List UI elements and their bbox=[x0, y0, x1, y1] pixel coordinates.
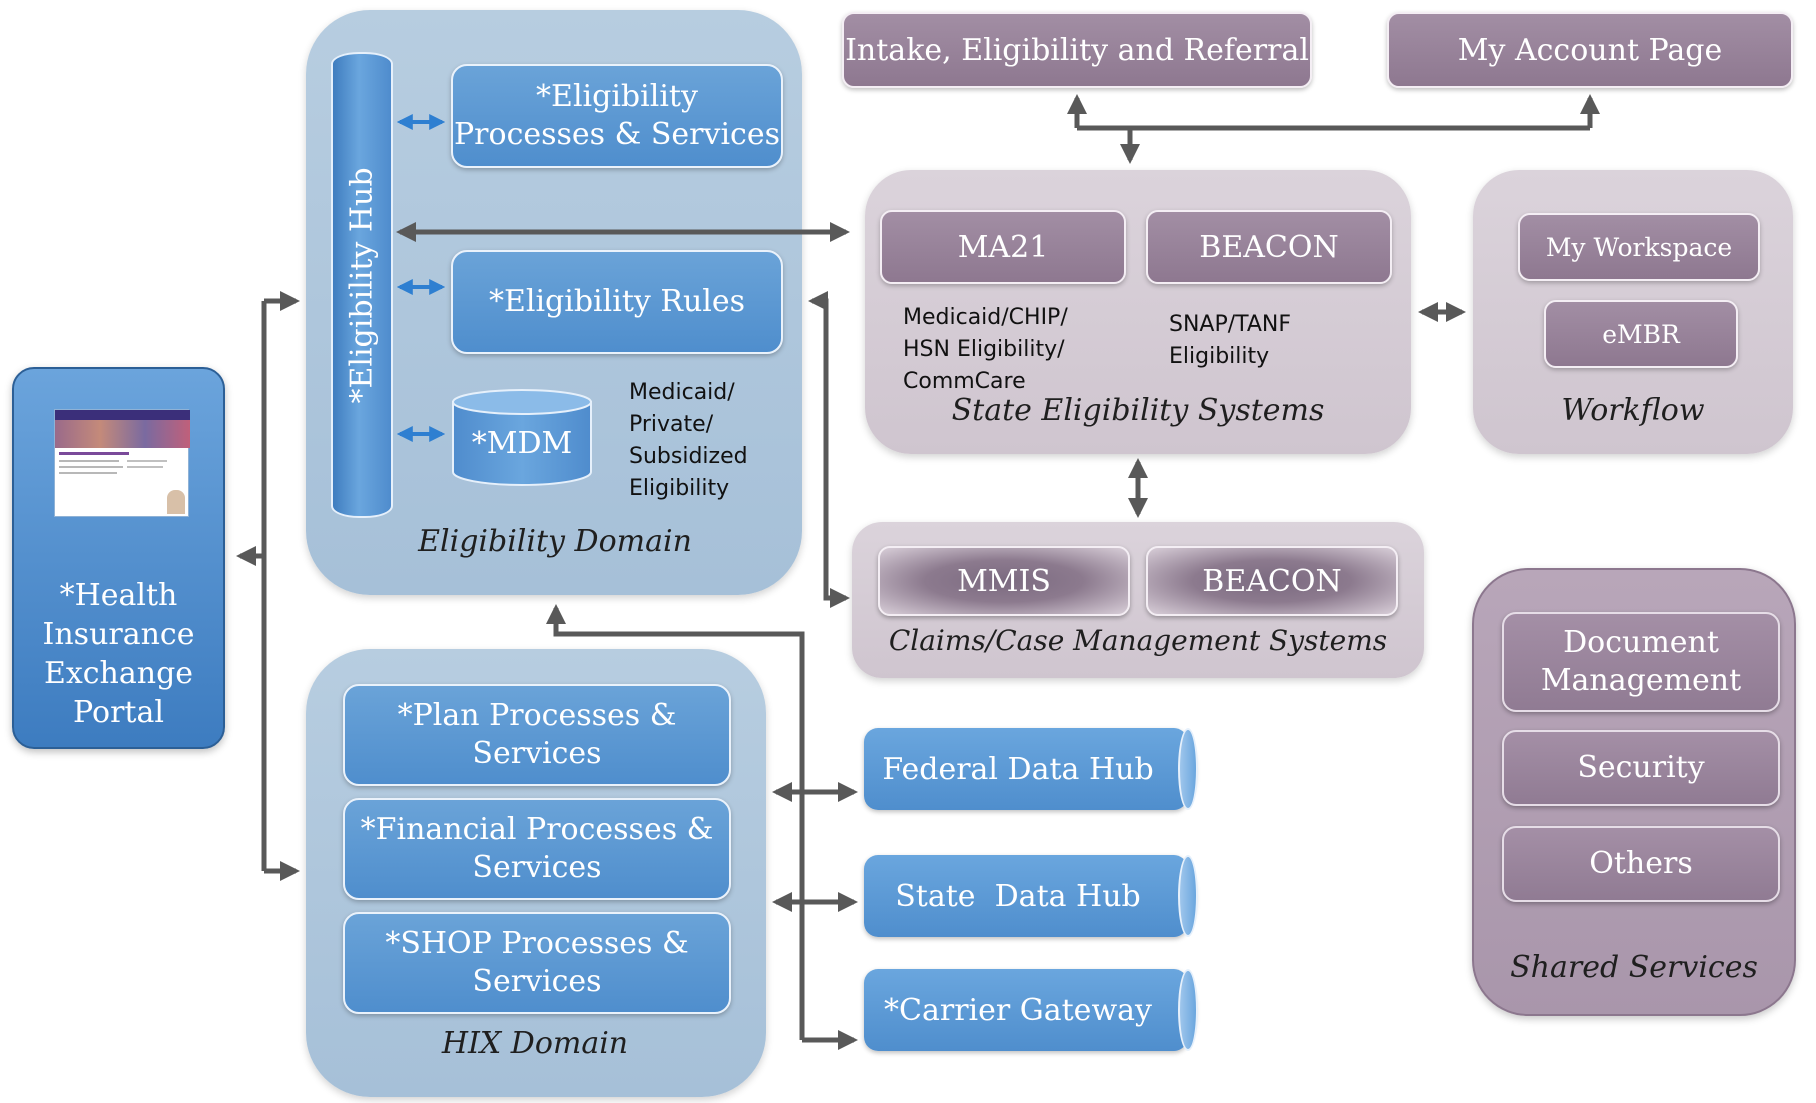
workflow-label: Workflow bbox=[1561, 393, 1705, 428]
plan-processes-box[interactable]: *Plan Processes &Services bbox=[343, 684, 731, 786]
mmis-box[interactable]: MMIS bbox=[878, 546, 1130, 616]
state-hub-end-icon bbox=[1178, 855, 1198, 937]
beacon-claims-box[interactable]: BEACON bbox=[1146, 546, 1398, 616]
ma21-note: Medicaid/CHIP/ HSN Eligibility/ CommCare bbox=[903, 305, 1068, 394]
my-workspace-box[interactable]: My Workspace bbox=[1518, 213, 1760, 281]
claims-systems-label: Claims/Case Management Systems bbox=[888, 624, 1388, 657]
federal-data-hub-label: Federal Data Hub bbox=[882, 751, 1154, 787]
beacon-note: SNAP/TANF Eligibility bbox=[1169, 312, 1292, 369]
eligibility-hub[interactable]: *Eligibility Hub bbox=[331, 52, 393, 518]
eligibility-rules-box[interactable]: *Eligibility Rules bbox=[451, 250, 783, 354]
eligibility-domain-label: Eligibility Domain bbox=[418, 524, 692, 559]
state-data-hub[interactable]: State Data Hub bbox=[864, 855, 1196, 937]
my-account-page[interactable]: My Account Page bbox=[1387, 12, 1793, 88]
state-data-hub-label: State Data Hub bbox=[895, 878, 1141, 914]
others-box[interactable]: Others bbox=[1502, 826, 1780, 902]
carrier-gateway[interactable]: *Carrier Gateway bbox=[864, 969, 1196, 1051]
beacon-state-box[interactable]: BEACON bbox=[1146, 210, 1392, 284]
hix-domain-label: HIX Domain bbox=[441, 1026, 629, 1061]
eligibility-domain-note: Medicaid/ Private/ Subsidized Eligibilit… bbox=[629, 380, 748, 501]
intake-eligibility-referral-page[interactable]: Intake, Eligibility and Referral bbox=[842, 12, 1312, 88]
mdm-label: *MDM bbox=[471, 425, 573, 461]
rules-to-claims-arrow bbox=[808, 291, 850, 608]
ma21-box[interactable]: MA21 bbox=[880, 210, 1126, 284]
federal-data-hub[interactable]: Federal Data Hub bbox=[864, 728, 1196, 810]
eligibility-processes-box[interactable]: *Eligibility Processes & Services bbox=[451, 64, 783, 168]
carrier-gateway-label: *Carrier Gateway bbox=[884, 992, 1152, 1028]
embr-box[interactable]: eMBR bbox=[1544, 300, 1738, 368]
financial-processes-box[interactable]: *Financial Processes &Services bbox=[343, 798, 731, 900]
state-eligibility-systems-label: State Eligibility Systems bbox=[951, 393, 1325, 428]
eligibility-hub-label: *Eligibility Hub bbox=[344, 166, 380, 404]
portal-screenshot-thumbnail bbox=[54, 409, 190, 517]
carrier-gateway-end-icon bbox=[1178, 969, 1198, 1051]
mdm-cylinder-icon bbox=[452, 389, 592, 486]
shop-processes-box[interactable]: *SHOP Processes &Services bbox=[343, 912, 731, 1014]
security-box[interactable]: Security bbox=[1502, 730, 1780, 806]
federal-hub-end-icon bbox=[1178, 728, 1198, 810]
portal-label: *Health Insurance Exchange Portal bbox=[42, 578, 195, 730]
shared-services-label: Shared Services bbox=[1510, 950, 1758, 985]
health-insurance-exchange-portal[interactable]: *Health Insurance Exchange Portal bbox=[12, 367, 225, 749]
mdm-database[interactable]: *MDM bbox=[451, 388, 593, 488]
